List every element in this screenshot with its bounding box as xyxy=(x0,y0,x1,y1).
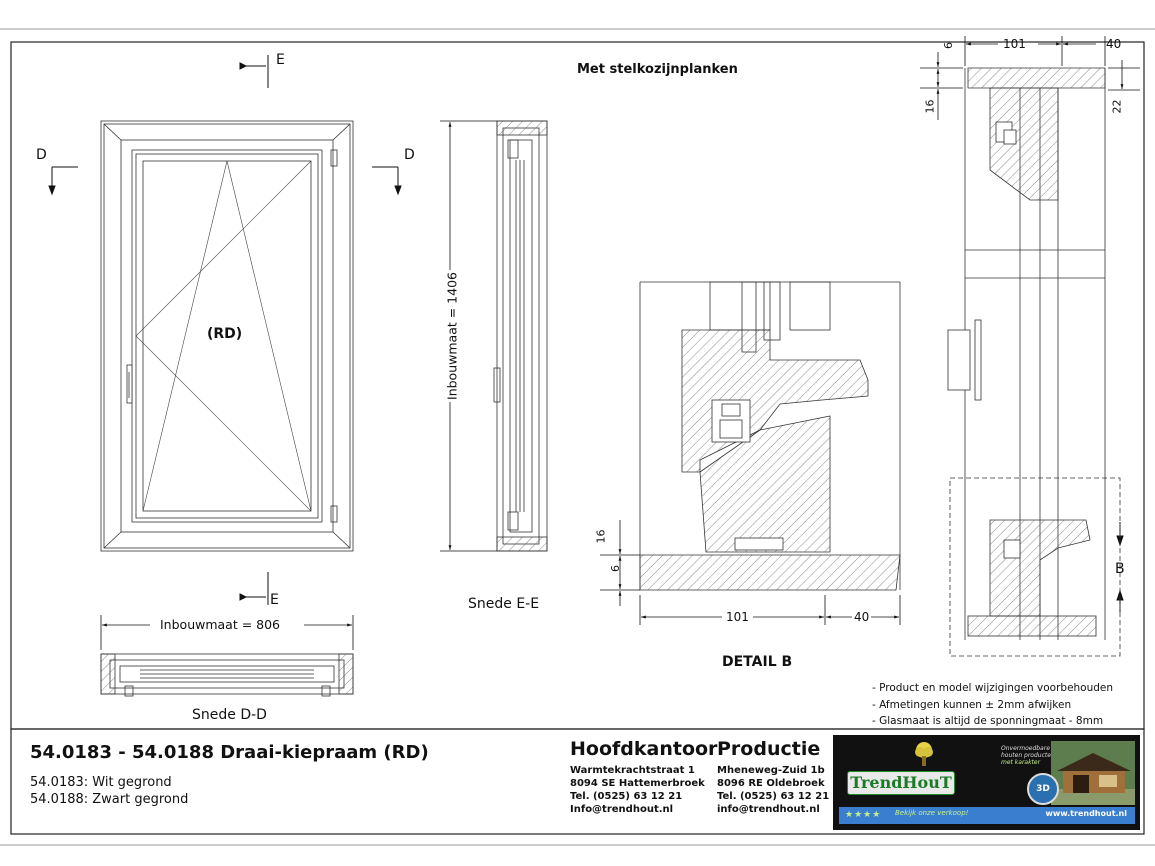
marker-d-left: D xyxy=(36,147,47,163)
brand-bar: ★★★★ Bekijk onze verkoop! www.trendhout.… xyxy=(839,807,1135,824)
drawing-heading: Met stelkozijnplanken xyxy=(577,62,738,77)
notes: - Product en model wijzigingen voorbehou… xyxy=(872,680,1113,730)
note-2: - Afmetingen kunnen ± 2mm afwijken xyxy=(872,698,1072,711)
top-dim-22: 22 xyxy=(1110,99,1124,114)
3d-badge: 3D xyxy=(1027,773,1059,805)
variant-1: 54.0183: Wit gegrond xyxy=(30,775,172,790)
office-email[interactable]: Info@trendhout.nl xyxy=(570,804,674,815)
detail-b xyxy=(639,281,901,591)
note-1: - Product en model wijzigingen voorbehou… xyxy=(872,682,1114,694)
office-block: Hoofdkantoor Warmtekrachtstraat 1 8094 S… xyxy=(570,738,717,816)
production-email[interactable]: info@trendhout.nl xyxy=(717,804,820,815)
cabin-icon xyxy=(1051,741,1135,805)
slogan-line-1: Onvermoedbare xyxy=(1001,745,1050,752)
top-dim-40: 40 xyxy=(1106,37,1122,51)
marker-d-right: D xyxy=(404,147,415,163)
detail-dim-40: 40 xyxy=(852,610,872,624)
brand-logo: TrendHouT xyxy=(847,771,955,795)
title: 54.0183 - 54.0188 Draai-kiepraam (RD) xyxy=(30,742,429,763)
production-street: Mheneweg-Zuid 1b xyxy=(717,765,825,776)
production-phone: Tel. (0525) 63 12 21 xyxy=(717,791,830,802)
rating-stars: ★★★★ xyxy=(845,810,882,820)
top-dim-16: 16 xyxy=(923,99,937,114)
section-ee xyxy=(493,120,548,552)
tree-icon xyxy=(915,742,933,766)
height-dimension-label: Inbouwmaat = 1406 xyxy=(444,270,460,402)
note-3: - Glasmaat is altijd de sponningmaat - 8… xyxy=(872,715,1104,727)
title-block-frame xyxy=(10,728,1145,835)
rating-text: Bekijk onze verkoop! xyxy=(895,809,969,817)
office-city: 8094 SE Hattemerbroek xyxy=(570,778,705,789)
brand-slogan: Onvermoedbare houten producten met karak… xyxy=(1001,745,1055,766)
variant-2: 54.0188: Zwart gegrond xyxy=(30,792,189,807)
section-dd xyxy=(100,653,354,697)
office-heading: Hoofdkantoor xyxy=(570,738,718,760)
office-phone: Tel. (0525) 63 12 21 xyxy=(570,791,683,802)
slogan-line-2: houten producten xyxy=(1001,752,1055,759)
opening-label: (RD) xyxy=(207,326,243,342)
caption-ee: Snede E-E xyxy=(468,596,540,612)
brand-url[interactable]: www.trendhout.nl xyxy=(1045,809,1127,818)
slogan-line-3: met karakter xyxy=(1001,759,1041,766)
top-dimensions xyxy=(920,36,1140,120)
cabin-photo xyxy=(1051,741,1135,805)
office-street: Warmtekrachtstraat 1 xyxy=(570,765,695,776)
width-dimension-label: Inbouwmaat = 806 xyxy=(160,617,281,632)
detail-dim-16: 16 xyxy=(594,529,608,544)
detail-dim-101: 101 xyxy=(722,610,753,624)
production-city: 8096 RE Oldebroek xyxy=(717,778,825,789)
detail-dim-6: 6 xyxy=(609,565,622,572)
right-section xyxy=(947,67,1121,657)
front-view xyxy=(100,120,354,552)
marker-e-top: E xyxy=(276,52,285,68)
production-heading: Productie xyxy=(717,738,821,760)
marker-b: B xyxy=(1115,561,1125,577)
caption-detail: DETAIL B xyxy=(722,654,793,670)
width-dimension xyxy=(100,615,354,650)
production-block: Productie Mheneweg-Zuid 1b 8096 RE Oldeb… xyxy=(717,738,829,816)
marker-e-bottom: E xyxy=(270,592,279,608)
brand-banner[interactable]: TrendHouT Onvermoedbare houten producten… xyxy=(833,735,1140,830)
top-dim-101: 101 xyxy=(1003,37,1026,51)
top-dim-6: 6 xyxy=(942,42,955,49)
caption-dd: Snede D-D xyxy=(192,707,267,723)
